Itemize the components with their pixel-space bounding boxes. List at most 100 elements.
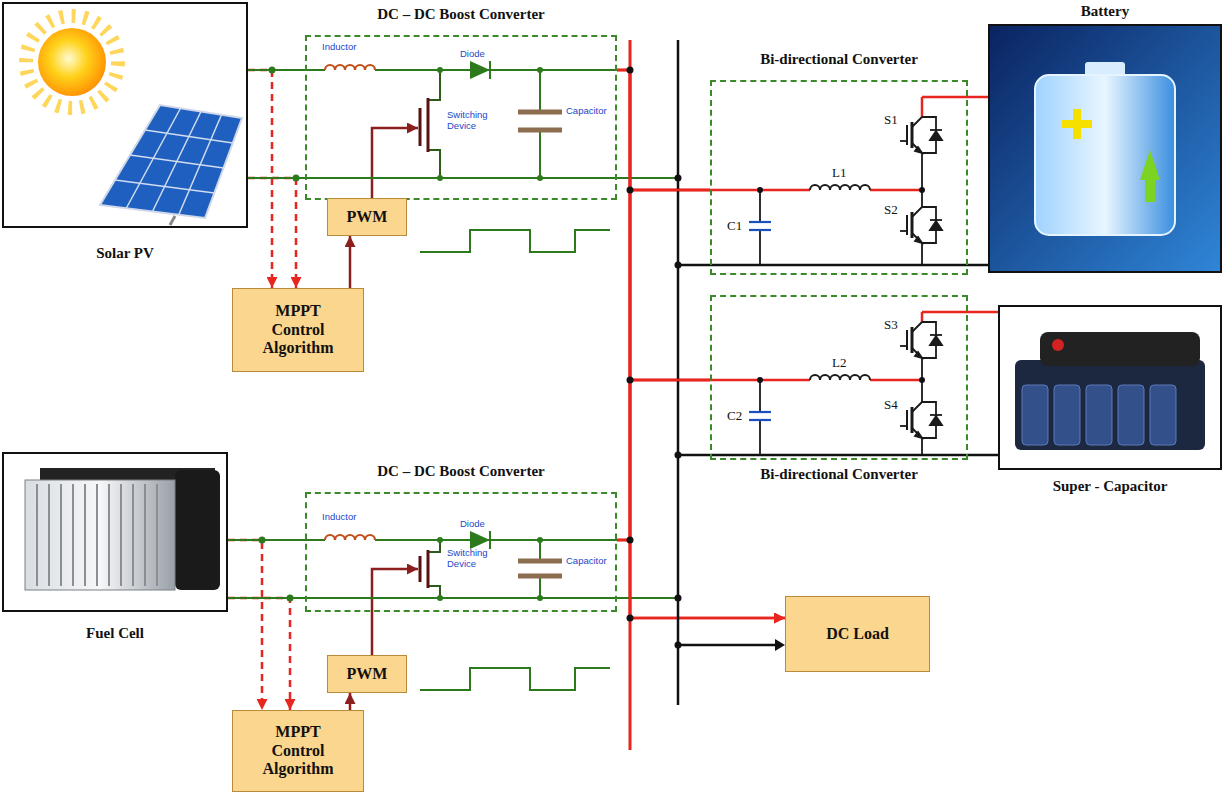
- text-group: PWM: [347, 665, 388, 683]
- boost-converter-circuit: [489, 61, 491, 79]
- junction-dot: [675, 175, 682, 182]
- junction-dot: [675, 452, 682, 459]
- component-designator: L2: [832, 356, 846, 370]
- fuel-cell-picture: [156, 484, 158, 586]
- component-designator: S3: [884, 318, 898, 332]
- boost-converter-circuit: [518, 110, 562, 115]
- boost-converter-circuit: [539, 70, 541, 178]
- block-label: MPPT Control Algorithm: [248, 302, 348, 357]
- junction-dot: [919, 377, 925, 383]
- solar-pv-picture: [26, 16, 118, 108]
- boost-converter-circuit: [325, 65, 375, 70]
- image-caption: Super - Capacitor: [998, 477, 1222, 495]
- junction-dot: [627, 187, 634, 194]
- supercapacitor-picture: [1022, 385, 1048, 445]
- supercapacitor-picture: [1052, 339, 1064, 351]
- image-caption: Fuel Cell: [2, 624, 228, 642]
- junction-dot: [675, 262, 682, 269]
- solar-pv-picture: [153, 112, 202, 212]
- image-caption: Battery: [988, 2, 1222, 20]
- converter-heading: Bi-directional Converter: [710, 50, 968, 68]
- bidirectional-converter-circuit: [759, 190, 761, 265]
- boost-converter-circuit: [427, 98, 430, 152]
- component-designator: S1: [884, 113, 898, 127]
- supercapacitor-picture: [999, 306, 1221, 469]
- bidirectional-converter-circuit: [810, 185, 870, 190]
- dc-bus: [677, 40, 680, 705]
- bidirectional-converter-circuit: [810, 375, 870, 380]
- component-designator: C1: [727, 219, 742, 233]
- dashed-outline: [710, 295, 968, 460]
- component-label: Switching Device: [447, 110, 493, 132]
- boost-converter-circuit: [518, 128, 562, 133]
- bidirectional-converter-circuit: [900, 322, 942, 358]
- fuel-cell-picture: [36, 484, 38, 586]
- block-label: PWM: [347, 208, 388, 226]
- junction-dot: [627, 377, 634, 384]
- block-label: MPPT Control Algorithm: [248, 723, 348, 778]
- junction-dot: [627, 615, 634, 622]
- junction-dot: [537, 537, 543, 543]
- boost-converter-circuit: [305, 69, 617, 71]
- boost-converter-circuit: [518, 559, 562, 564]
- boost-converter-circuit: [305, 539, 617, 541]
- connector: [228, 539, 305, 541]
- bidirectional-converter-circuit: [759, 380, 761, 455]
- boost-converter-circuit: [428, 540, 440, 598]
- battery-picture: [1145, 180, 1155, 202]
- boost-converter-circuit: [248, 177, 678, 179]
- junction-dot: [627, 537, 634, 544]
- connector: [372, 569, 418, 655]
- dc-load-block: DC Load: [785, 596, 930, 672]
- connector: [349, 236, 352, 288]
- pwm-block: PWM: [327, 198, 407, 236]
- converter-heading: Bi-directional Converter: [710, 465, 968, 483]
- mppt-block: MPPT Control Algorithm: [232, 288, 364, 372]
- bidirectional-converter-circuit: [922, 97, 968, 117]
- text-group: Solar PV: [2, 244, 248, 262]
- component-label: Diode: [460, 519, 485, 530]
- pwm-block: PWM: [327, 655, 407, 693]
- connector: [968, 96, 988, 99]
- bidirectional-converter-circuit: [900, 117, 942, 153]
- bidirectional-converter-circuit: [678, 454, 998, 457]
- battery-picture: [989, 25, 1221, 272]
- fuel-cell-picture: [60, 484, 62, 586]
- component-label: Inductor: [322, 512, 356, 523]
- bidirectional-converter-circuit: [749, 221, 771, 223]
- text-group: Fuel Cell: [2, 624, 228, 642]
- fuel-cell-picture: [84, 484, 86, 586]
- junction-dot: [537, 595, 543, 601]
- boost-converter-circuit: [470, 531, 490, 549]
- connector: [617, 540, 785, 618]
- solar-pv-picture: [38, 28, 106, 96]
- battery-image: Battery: [988, 2, 1222, 273]
- fuel-cell-picture: [37, 484, 157, 586]
- junction-dot: [437, 175, 443, 181]
- junction-dot: [675, 595, 682, 602]
- junction-dot: [437, 67, 443, 73]
- supercapacitor-image: Super - Capacitor: [998, 305, 1222, 497]
- fuel-cell-picture: [175, 470, 220, 590]
- mppt-block: MPPT Control Algorithm: [232, 710, 364, 792]
- block-label: DC Load: [826, 625, 889, 643]
- supercapacitor-picture: [1015, 360, 1205, 450]
- junction-dot: [269, 67, 276, 74]
- converter-heading: DC – DC Boost Converter: [305, 5, 617, 23]
- battery-picture: [1073, 109, 1081, 139]
- junction-dot: [537, 175, 543, 181]
- bidirectional-converter-circuit: [630, 379, 922, 382]
- junction-dot: [293, 175, 300, 182]
- solar-pv-picture: [115, 108, 233, 215]
- bidirectional-converter-circuit: [630, 312, 998, 455]
- solar-pv-picture: [179, 115, 222, 215]
- dc-bus: [678, 644, 776, 647]
- solar-pv-picture: [3, 3, 247, 227]
- fuel-cell-picture: [25, 480, 175, 590]
- text-group: Battery: [988, 2, 1222, 20]
- text-group: DC – DC Boost Converter: [305, 462, 617, 480]
- fuel-cell-picture: [3, 453, 227, 611]
- bidirectional-converter-circuit: [922, 312, 968, 322]
- boost-converter-circuit: [228, 597, 678, 599]
